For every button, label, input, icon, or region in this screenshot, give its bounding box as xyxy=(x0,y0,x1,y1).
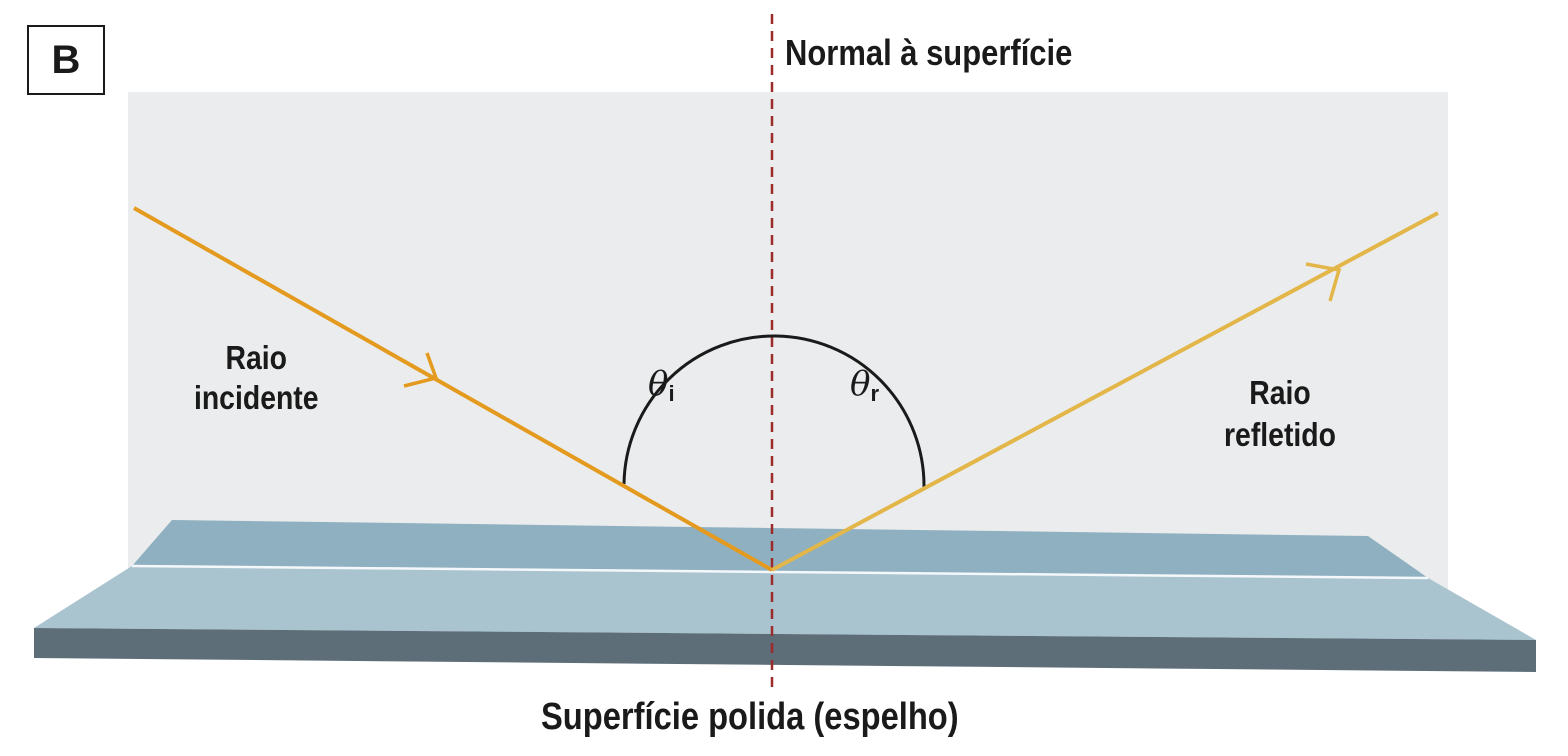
backdrop xyxy=(128,92,1448,602)
normal-label: Normal à superfície xyxy=(785,32,1073,73)
incident-ray xyxy=(133,206,773,572)
reflected-angle-symbol: θ xyxy=(850,364,871,404)
incident-angle-label: θi xyxy=(648,364,675,407)
reflected-label-line-1: Raio xyxy=(1249,374,1311,411)
angle-arc xyxy=(622,334,926,489)
surface-label: Superfície polida (espelho) xyxy=(541,696,959,738)
reflected-angle-subscript: r xyxy=(870,381,880,406)
panel-label: B xyxy=(27,25,105,95)
mirror-side-edge xyxy=(34,628,1536,672)
reflected-angle-label: θr xyxy=(850,364,879,407)
incident-arrowhead xyxy=(403,352,439,388)
incident-label-line-1: Raio xyxy=(225,339,288,376)
reflected-label-line-2: refletido xyxy=(1223,416,1336,453)
reflected-ray xyxy=(771,211,1439,572)
reflected-ray-label: Raio refletido xyxy=(1200,372,1360,456)
incident-label-line-2: incidente xyxy=(193,379,319,416)
mirror-edge-highlight xyxy=(131,564,1429,580)
incident-ray-label: Raio incidente xyxy=(178,338,335,418)
incident-angle-subscript: i xyxy=(668,381,675,406)
reflected-arrowhead xyxy=(1305,262,1342,302)
mirror-front-face xyxy=(34,566,1536,640)
incident-angle-symbol: θ xyxy=(648,364,669,404)
mirror-top-face xyxy=(132,520,1428,578)
